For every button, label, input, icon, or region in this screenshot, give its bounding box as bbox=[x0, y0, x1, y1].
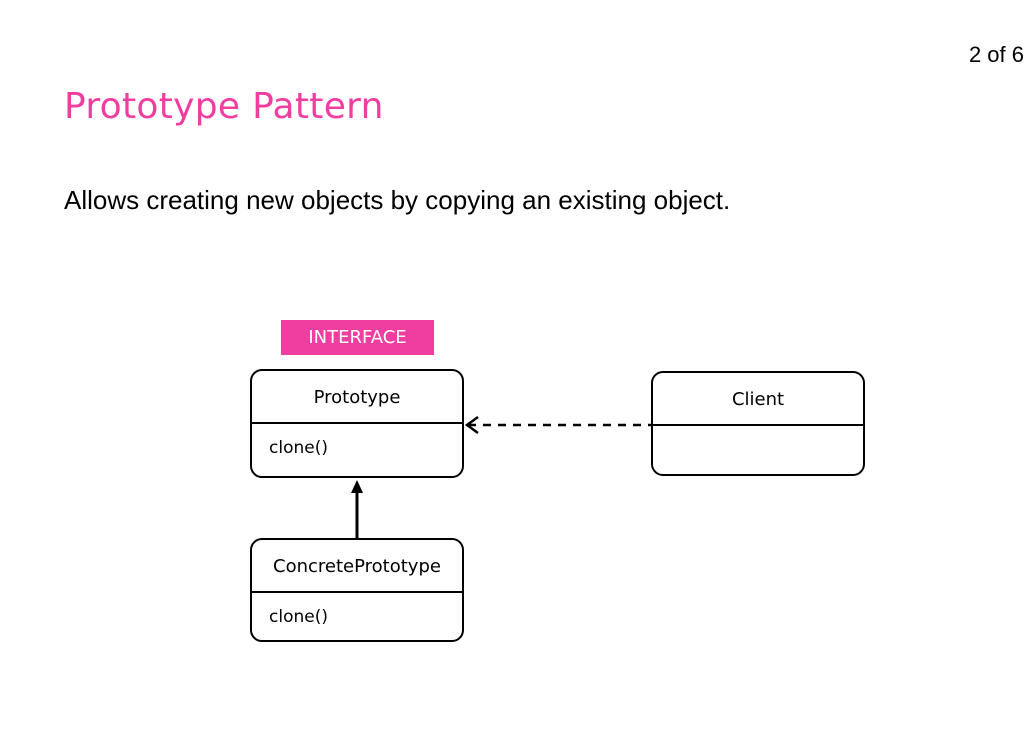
prototype-class-name: Prototype bbox=[252, 371, 462, 424]
prototype-class-box: Prototype clone() bbox=[250, 369, 464, 478]
concrete-prototype-clone-method: clone() bbox=[269, 607, 328, 627]
pattern-description: Allows creating new objects by copying a… bbox=[64, 185, 731, 215]
concrete-prototype-class-name: ConcretePrototype bbox=[252, 540, 462, 593]
dependency-arrow bbox=[464, 415, 651, 435]
prototype-clone-method: clone() bbox=[269, 438, 328, 458]
inheritance-arrow bbox=[351, 480, 363, 538]
concrete-prototype-class-box: ConcretePrototype clone() bbox=[250, 538, 464, 642]
dependency-open-arrowhead-icon bbox=[464, 415, 479, 435]
interface-stereotype-badge: INTERFACE bbox=[281, 320, 434, 355]
client-class-name: Client bbox=[653, 373, 863, 426]
page-number: 2 of 6 bbox=[968, 42, 1024, 67]
inheritance-arrowhead-icon bbox=[351, 480, 363, 493]
client-class-box: Client bbox=[651, 371, 865, 476]
page-title: Prototype Pattern bbox=[64, 86, 384, 127]
